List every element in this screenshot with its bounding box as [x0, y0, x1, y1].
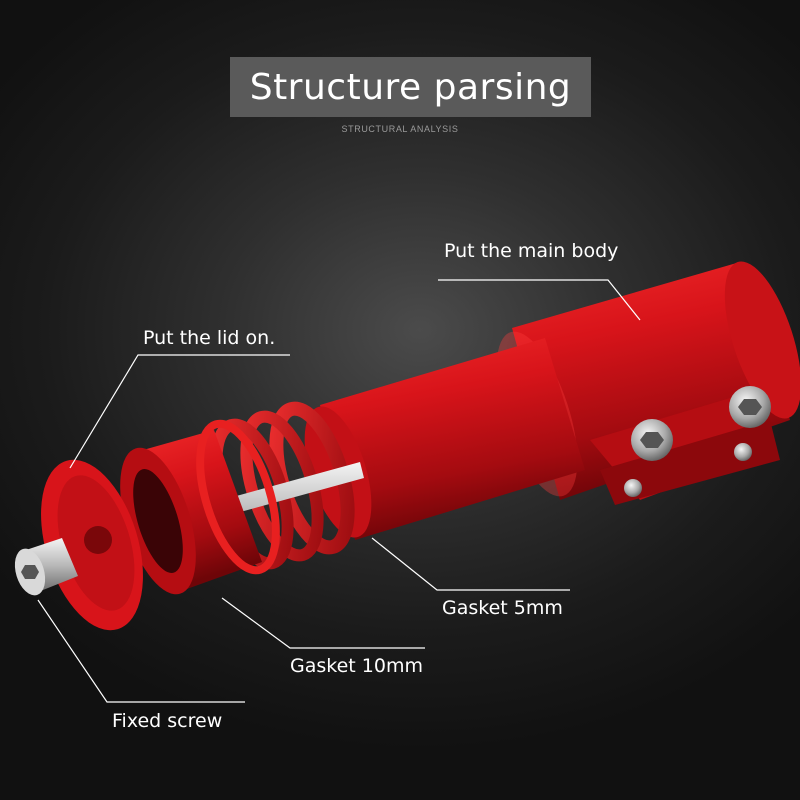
leader-line-gasket-5mm [371, 537, 570, 591]
clamp-bolt-right [729, 386, 771, 428]
callout-fixed-screw: Fixed screw [112, 710, 223, 732]
leader-lines [37, 279, 641, 703]
leader-line-lid [69, 354, 290, 469]
callout-main-body: Put the main body [444, 240, 619, 262]
lid-cap [41, 459, 143, 631]
leader-line-fixed-screw [37, 599, 245, 703]
page-subtitle: STRUCTURAL ANALYSIS [341, 124, 459, 134]
fixed-screw-head [14, 538, 78, 596]
callout-gasket-5mm: Gasket 5mm [442, 597, 563, 619]
leader-line-main-body [438, 279, 641, 321]
title-banner: Structure parsing [230, 57, 591, 117]
clamp-bolt-left [631, 419, 673, 461]
main-body-part [496, 261, 800, 505]
page-title: Structure parsing [249, 66, 572, 108]
leader-line-gasket-10mm [221, 597, 425, 649]
callout-gasket-10mm: Gasket 10mm [290, 655, 423, 677]
callout-lid: Put the lid on. [143, 327, 276, 349]
clamp-bolt-lower [624, 443, 752, 497]
